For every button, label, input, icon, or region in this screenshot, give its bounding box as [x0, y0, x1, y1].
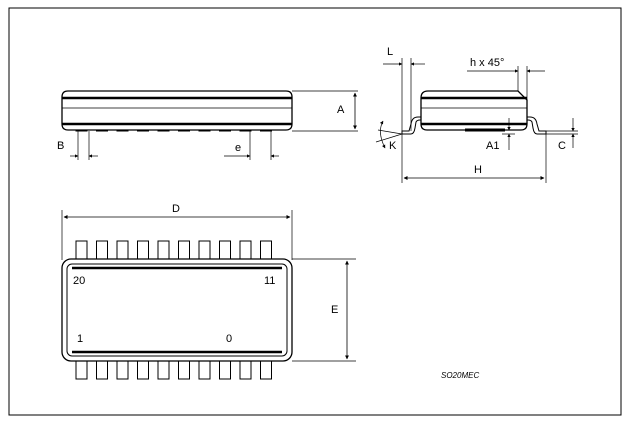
end-view: L h x 45° K A1 C H	[375, 46, 578, 183]
top-view: 20 11 1 0 D E	[61, 203, 356, 380]
dim-label-h-x-45: h x 45°	[470, 57, 504, 69]
top-view-pin	[137, 240, 149, 261]
top-view-pin	[116, 359, 129, 380]
top-view-pin	[157, 359, 170, 380]
top-view-pin	[239, 240, 252, 261]
pin-label-11: 11	[264, 275, 275, 287]
dim-label-E: E	[331, 304, 338, 316]
end-view-right-lead	[523, 116, 547, 135]
top-view-pin	[137, 359, 149, 380]
top-view-pin	[157, 240, 170, 261]
dim-label-A: A	[337, 104, 345, 116]
top-view-pin	[178, 359, 190, 380]
drawing-frame	[8, 7, 622, 416]
dim-label-H: H	[474, 164, 482, 176]
top-view-pin	[178, 240, 190, 261]
dim-label-C: C	[558, 140, 566, 152]
top-view-pin	[219, 240, 231, 261]
top-view-lower-pins	[75, 359, 272, 380]
top-view-pin	[260, 240, 272, 261]
top-view-upper-pins	[75, 240, 272, 261]
top-view-pin	[96, 359, 108, 380]
dim-label-B: B	[57, 140, 64, 152]
top-view-pin	[219, 359, 231, 380]
side-view-body	[61, 90, 293, 131]
top-view-pin	[96, 240, 108, 261]
dim-label-A1: A1	[486, 140, 499, 152]
top-view-pin	[116, 240, 129, 261]
dim-label-K: K	[389, 140, 397, 152]
top-view-pin	[75, 240, 88, 261]
top-view-pin	[198, 240, 211, 261]
dim-label-e: e	[235, 142, 241, 154]
end-view-body	[420, 90, 528, 131]
dim-label-D: D	[172, 203, 180, 215]
drawing-code: SO20MEC	[441, 371, 479, 380]
top-view-pin	[260, 359, 272, 380]
pin-label-0: 0	[226, 333, 232, 345]
top-view-body	[61, 258, 293, 362]
dim-label-L: L	[387, 46, 393, 58]
side-view: A B e	[57, 90, 358, 160]
top-view-pin	[239, 359, 252, 380]
pin-label-20: 20	[73, 275, 85, 287]
top-view-pin	[75, 359, 88, 380]
end-view-left-lead	[401, 116, 425, 135]
top-view-pin	[198, 359, 211, 380]
pin-label-1: 1	[77, 333, 83, 345]
